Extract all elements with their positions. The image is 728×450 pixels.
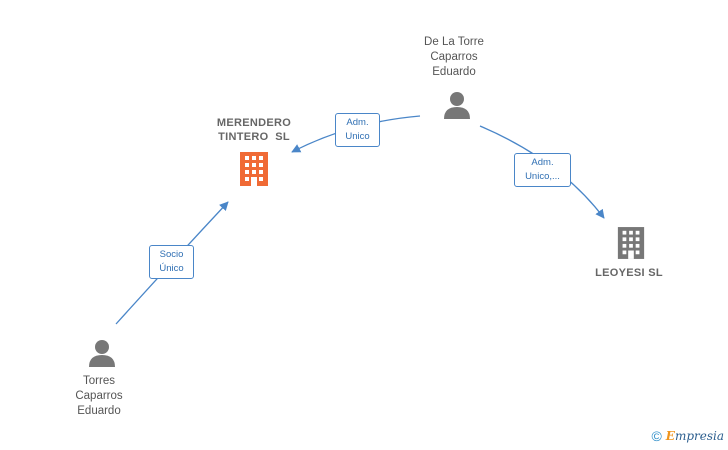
person-label-de-la-torre[interactable]: De La Torre Caparros Eduardo xyxy=(424,36,484,78)
building-icon-leoyesi[interactable] xyxy=(616,226,646,260)
empresia-logo: Empresia xyxy=(665,429,724,443)
building-icon-merendero[interactable] xyxy=(238,152,270,186)
company-label-leoyesi[interactable]: LEOYESI SL xyxy=(595,267,663,279)
person-icon-torres[interactable] xyxy=(87,338,117,368)
edge-label-adm-unico-leoyesi: Adm. Unico,... xyxy=(514,153,571,187)
edge-label-adm-unico-merendero: Adm. Unico xyxy=(335,113,380,147)
copyright-icon: © xyxy=(651,428,662,444)
person-icon-de-la-torre[interactable] xyxy=(442,90,472,120)
company-label-merendero[interactable]: MERENDERO TINTERO SL xyxy=(216,117,292,143)
edge-label-socio-unico: Socio Único xyxy=(149,245,194,279)
person-label-torres[interactable]: Torres Caparros Eduardo xyxy=(75,375,123,417)
empresia-watermark: © Empresia xyxy=(651,428,724,444)
